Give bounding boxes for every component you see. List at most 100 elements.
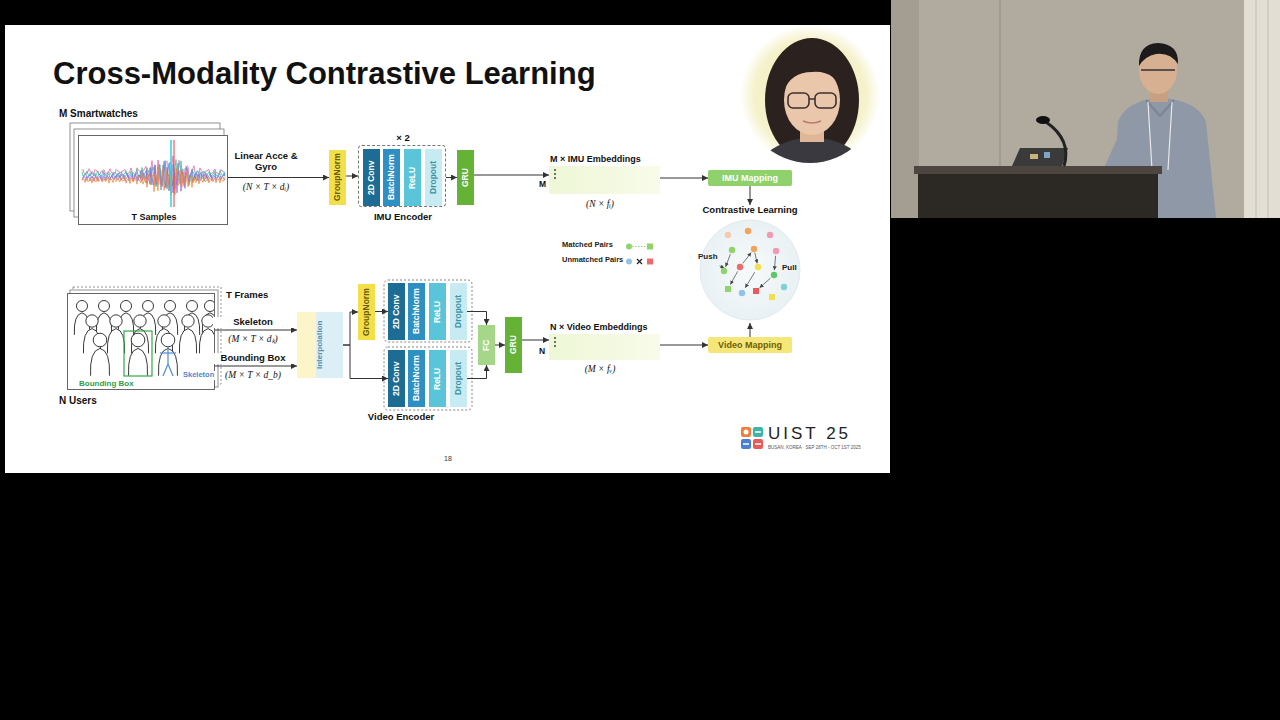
- edge-label: Linear Acce & Gyro: [233, 151, 299, 173]
- node-text: M: [539, 180, 546, 190]
- node-text: N × Video Embeddings: [550, 322, 648, 332]
- node-text: Contrastive Learning: [702, 205, 797, 216]
- embedding-space: [700, 220, 800, 320]
- embedding-dot: [771, 272, 777, 278]
- pair-arrow: [743, 253, 751, 264]
- node-text: Video Mapping: [708, 337, 792, 353]
- embedding-dot: [729, 247, 735, 253]
- node-text: BatchNorm: [383, 149, 400, 206]
- connector-arrow: [495, 345, 505, 346]
- batchnorm-layer: BatchNorm: [408, 283, 425, 340]
- node-text: × 2: [396, 133, 409, 144]
- connector-arrow: [467, 312, 487, 326]
- embedding-block: M × IMU EmbeddingsM(N × fᵢ): [549, 166, 660, 194]
- dimension-label: (N × T × dᵢ): [243, 182, 289, 193]
- sensor-plot: M SmartwatchesT Samples: [78, 135, 228, 225]
- interpolation-box: Interpolation: [297, 312, 343, 378]
- slide-background: [5, 25, 890, 473]
- pair-arrow: [745, 272, 755, 288]
- user-figure: [107, 315, 124, 353]
- gru-layer: GRU: [505, 317, 522, 373]
- node-text: IMU Mapping: [708, 170, 792, 186]
- user-figure: [96, 300, 111, 334]
- pair-arrow: [760, 278, 771, 288]
- embedding-dot: [755, 264, 761, 270]
- imu-signal-plot: [70, 123, 228, 225]
- node-text: Bounding Box: [78, 379, 135, 388]
- pair-arrow: [730, 271, 737, 284]
- conv-layer: 2D Conv: [363, 149, 380, 206]
- edge-label: Skeleton: [213, 317, 293, 328]
- fc-layer: FC: [478, 325, 495, 365]
- skeleton-mark: [168, 364, 173, 376]
- legend-text: Unmatched Pairs: [562, 256, 623, 265]
- embedding-dot: [773, 248, 779, 254]
- embedding-dot: [745, 228, 751, 234]
- dropout-layer: Dropout: [425, 149, 442, 206]
- connector-arrow: [228, 177, 329, 178]
- node-text: Skeleton: [182, 371, 215, 380]
- node-text: GroupNorm: [358, 284, 375, 340]
- node-text: T Samples: [131, 212, 176, 222]
- page-number: 18: [444, 455, 452, 463]
- node-text: Push: [698, 252, 718, 261]
- signal-trace: [82, 165, 225, 195]
- node-text: 2D Conv: [388, 283, 405, 340]
- node-text: N: [539, 347, 545, 357]
- node-text: 2D Conv: [388, 350, 405, 407]
- node-text: M × IMU Embeddings: [550, 154, 641, 164]
- dropout-layer: Dropout: [450, 283, 467, 340]
- embedding-dot: [781, 284, 787, 290]
- connector-arrow: [215, 330, 297, 331]
- dropout-layer: Dropout: [450, 350, 467, 407]
- skeleton-mark: [167, 347, 168, 364]
- embedding-dot: [739, 290, 745, 296]
- embedding-strip: [549, 334, 660, 360]
- connector-arrow: [346, 176, 358, 177]
- connector-arrow: [215, 366, 297, 367]
- node-text: BatchNorm: [408, 283, 425, 340]
- user-figure: [128, 333, 147, 376]
- embedding-block: N × Video EmbeddingsN(M × fᵥ): [549, 334, 660, 360]
- embedding-dot: [725, 232, 731, 238]
- connector-arrow: [343, 345, 388, 379]
- legend-samples: [626, 244, 653, 265]
- relu-layer: ReLU: [429, 350, 446, 407]
- edge-label: Bounding Box: [213, 353, 293, 364]
- event-marker: [170, 140, 172, 207]
- relu-layer: ReLU: [404, 149, 421, 206]
- user-figure: [90, 333, 109, 376]
- embedding-dot: [769, 294, 775, 300]
- node-text: 2D Conv: [363, 149, 380, 206]
- node-text: Pull: [782, 263, 797, 272]
- node-text: ReLU: [429, 350, 446, 407]
- conference-logo: [741, 427, 763, 449]
- block-label: Video Encoder: [368, 412, 434, 423]
- connector-arrow: [750, 186, 751, 205]
- node-text: (M × fᵥ): [585, 364, 616, 375]
- embedding-dot: [751, 246, 757, 252]
- groupnorm-layer: GroupNorm: [358, 284, 375, 340]
- conv-layer: 2D Conv: [388, 350, 405, 407]
- speaker-camera-inset: [891, 0, 1280, 218]
- node-text: T Frames: [226, 290, 268, 301]
- node-text: FC: [478, 325, 495, 365]
- node-text: Interpolation: [297, 312, 343, 378]
- user-figure: [158, 333, 177, 376]
- embedding-dot: [767, 232, 773, 238]
- connector-arrow: [343, 312, 358, 345]
- embedding-dot: [721, 268, 727, 274]
- connector-arrow: [522, 340, 549, 341]
- ellipsis-dots: [554, 169, 556, 347]
- embedding-dot: [737, 264, 743, 270]
- connector-arrow: [660, 178, 708, 179]
- gru-layer: GRU: [457, 150, 474, 205]
- connector-arrow: [375, 311, 388, 312]
- node-text: Dropout: [425, 149, 442, 206]
- connector-arrow: [467, 365, 487, 379]
- node-text: GRU: [505, 317, 522, 373]
- embedding-dot: [753, 288, 759, 294]
